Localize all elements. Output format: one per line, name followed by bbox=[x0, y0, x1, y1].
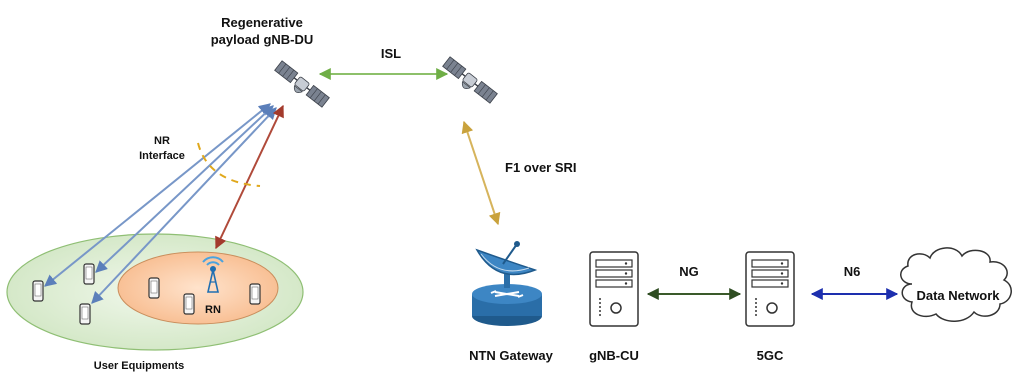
f1-over-sri-link bbox=[461, 120, 501, 226]
satellite-regenerative-icon bbox=[274, 60, 330, 108]
cloud-icon bbox=[900, 247, 1012, 322]
mobile-phone-icon bbox=[32, 280, 44, 302]
f1-label: F1 over SRI bbox=[505, 160, 577, 175]
antenna-tower-icon bbox=[202, 256, 224, 293]
mobile-phone-icon bbox=[83, 263, 95, 285]
rn-label: RN bbox=[205, 304, 221, 316]
mobile-phone-icon bbox=[148, 277, 160, 299]
isl-label: ISL bbox=[381, 46, 401, 61]
ntn-gateway-label: NTN Gateway bbox=[469, 348, 554, 363]
data-network-label: Data Network bbox=[916, 288, 1000, 303]
mobile-phone-icon bbox=[183, 293, 195, 315]
regenerative-label-line1: Regenerative bbox=[221, 15, 303, 30]
mobile-phone-icon bbox=[249, 283, 261, 305]
ng-label: NG bbox=[679, 264, 699, 279]
fivegc-label: 5GC bbox=[757, 348, 784, 363]
satellite-icon bbox=[442, 56, 498, 104]
gnb-cu-label: gNB-CU bbox=[589, 348, 639, 363]
nr-label-line2: Interface bbox=[139, 150, 185, 162]
rn-link bbox=[215, 104, 284, 250]
regenerative-label-line2: payload gNB-DU bbox=[211, 32, 314, 47]
server-icon-gnb-cu bbox=[589, 251, 639, 327]
server-icon-5gc bbox=[745, 251, 795, 327]
nr-label-line1: NR bbox=[154, 135, 170, 147]
n6-label: N6 bbox=[844, 264, 861, 279]
user-equipments-label: User Equipments bbox=[94, 360, 184, 372]
mobile-phone-icon bbox=[79, 303, 91, 325]
dish-router-icon bbox=[472, 241, 542, 326]
nr-interface-arc bbox=[197, 142, 261, 187]
